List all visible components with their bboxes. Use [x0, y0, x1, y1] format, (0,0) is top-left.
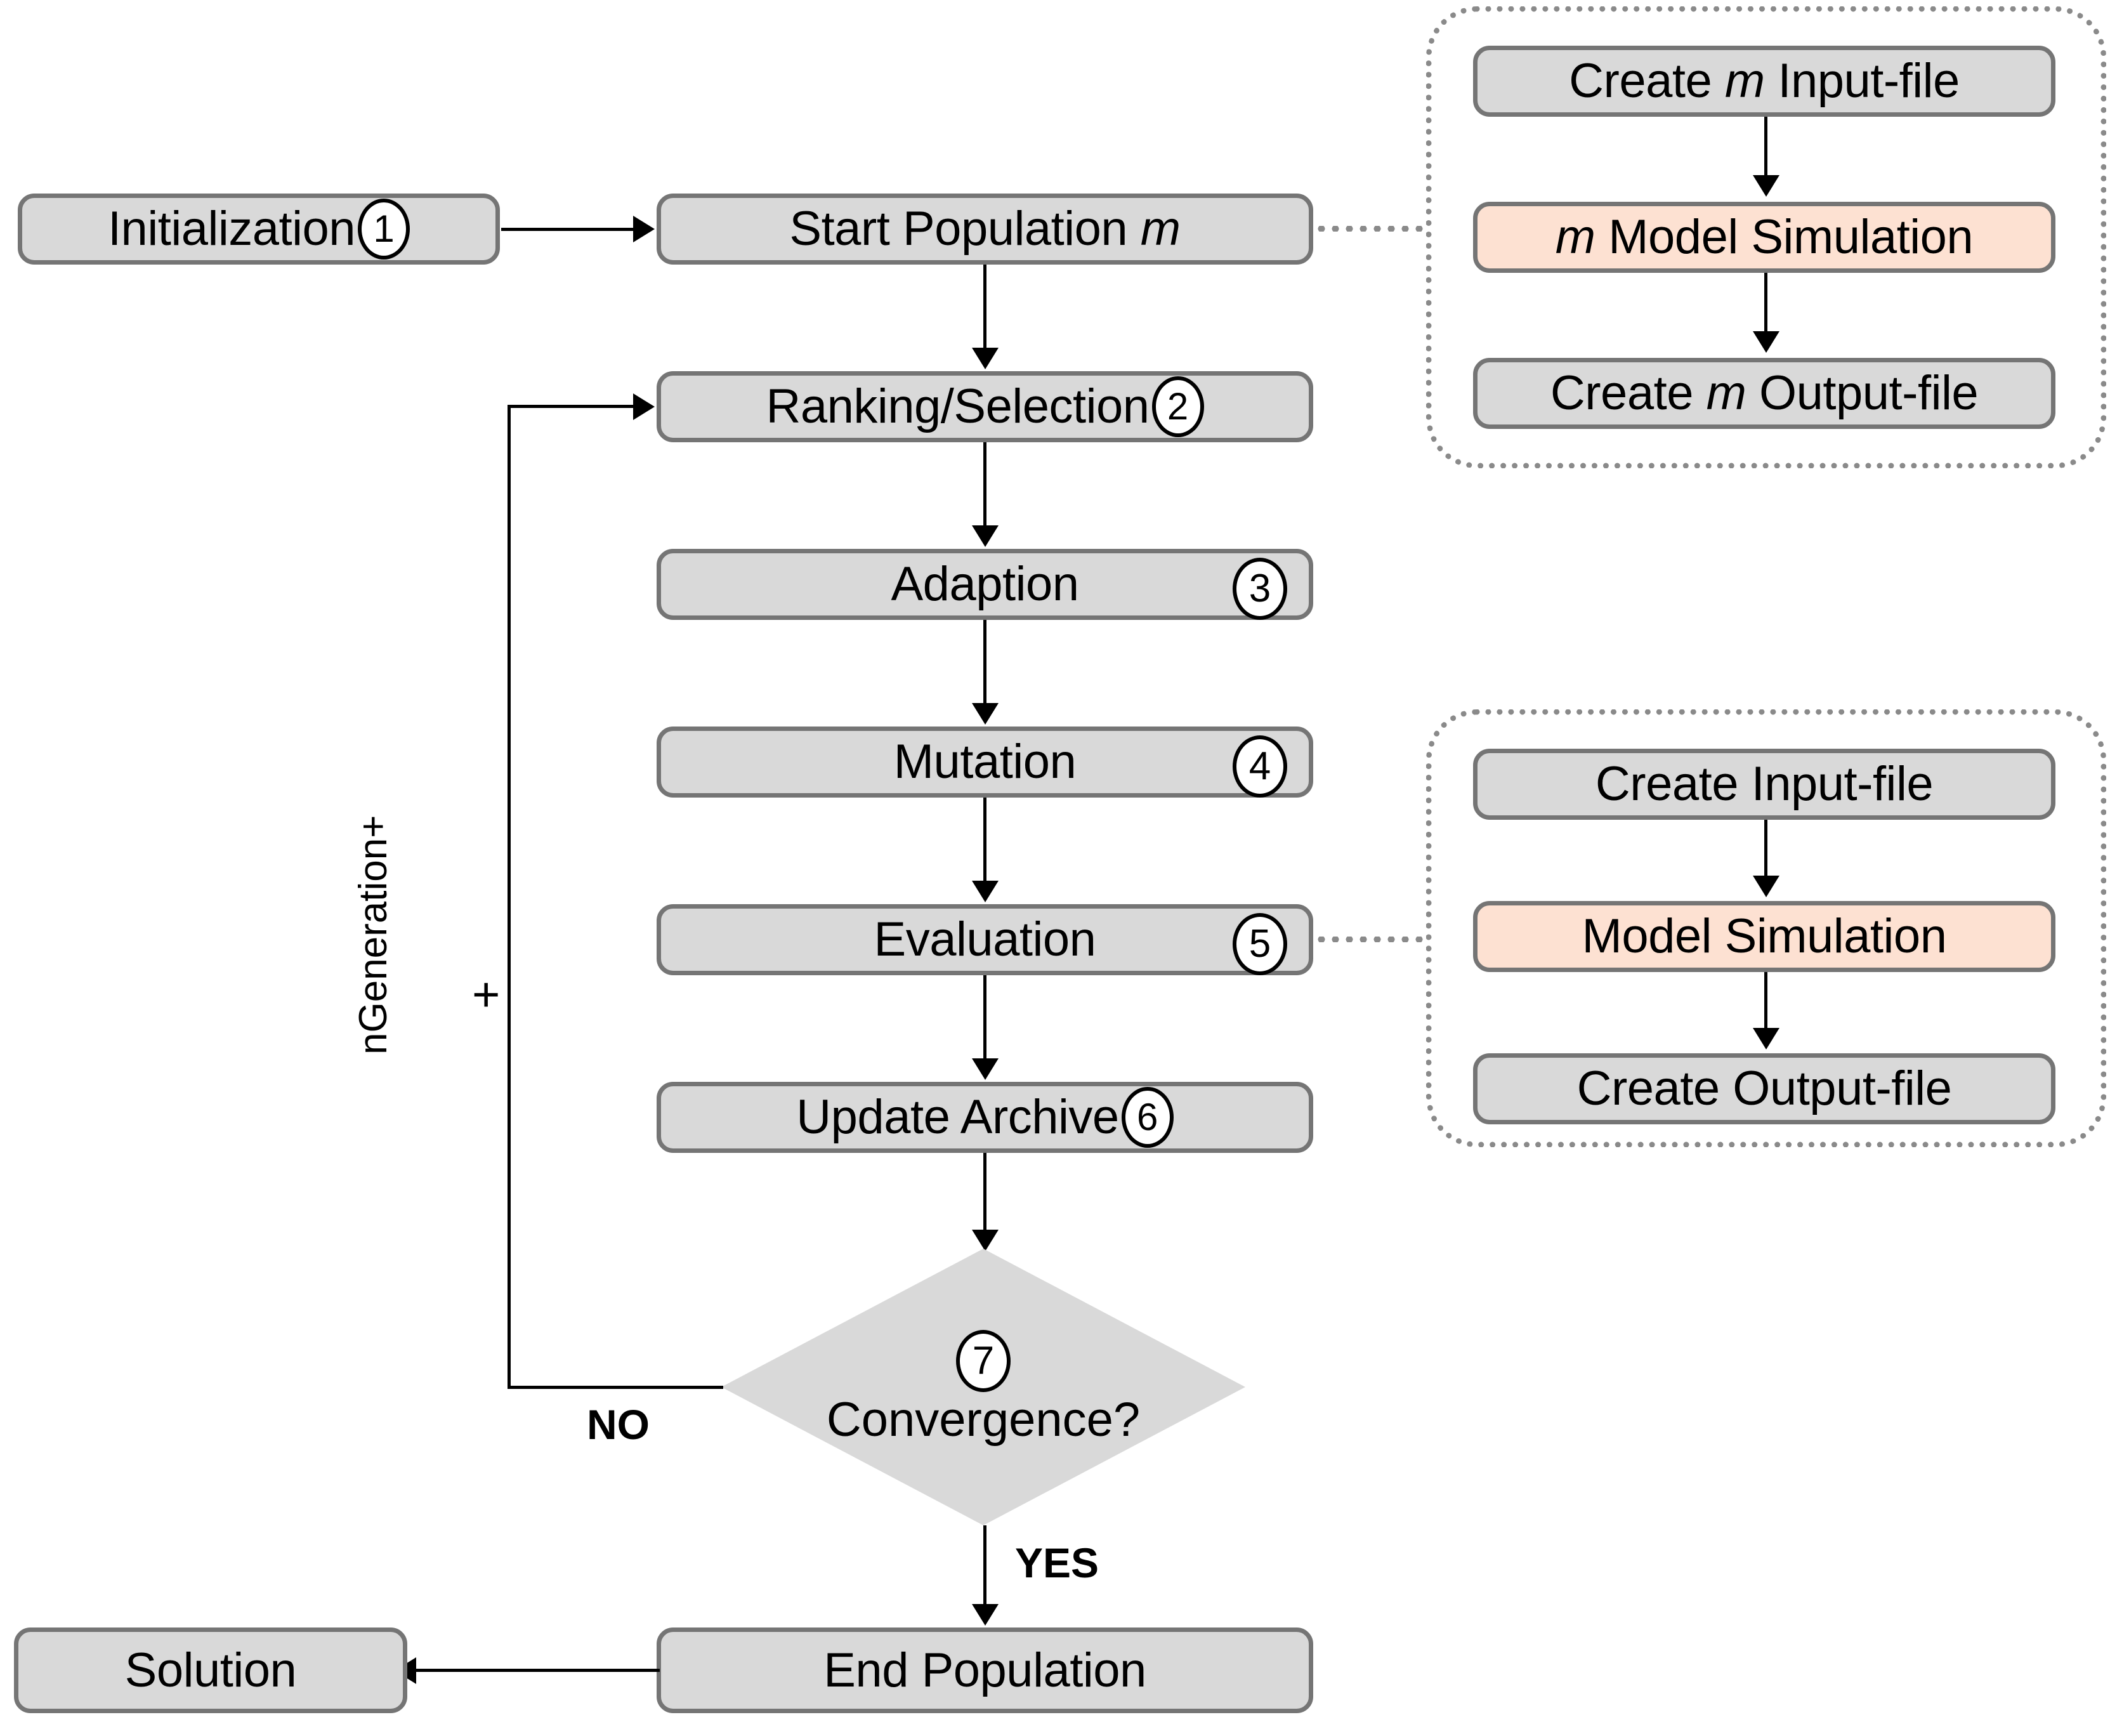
node-convergence-decision[interactable]: 7 Convergence? — [721, 1249, 1245, 1525]
arrowhead-evaluation-to-archive — [972, 1058, 999, 1080]
node-mutation[interactable]: Mutation 4 — [657, 727, 1313, 798]
step-number-1: 1 — [358, 199, 410, 260]
step-number-4: 4 — [1233, 735, 1287, 798]
arrowhead-yes-to-endpop — [972, 1604, 999, 1626]
arrowhead-archive-to-convergence — [972, 1230, 999, 1251]
node-solution[interactable]: Solution — [14, 1628, 407, 1713]
node-create-m-input-file-label: Create m Input-file — [1569, 54, 1960, 108]
step-number-6: 6 — [1121, 1087, 1174, 1148]
edge-sim-to-output — [1764, 972, 1767, 1033]
node-initialization-label: Initialization — [107, 202, 356, 256]
node-evaluation[interactable]: Evaluation 5 — [657, 904, 1313, 975]
arrowhead-sim-to-output — [1753, 1028, 1779, 1049]
dotted-connector-evaluation-to-group — [1314, 937, 1429, 942]
arrowhead-minput-to-msim — [1753, 175, 1779, 197]
arrowhead-adaption-to-mutation — [972, 703, 999, 725]
node-model-simulation-label: Model Simulation — [1582, 909, 1947, 963]
node-update-archive-label: Update Archive — [796, 1090, 1119, 1144]
node-m-model-simulation[interactable]: m Model Simulation — [1473, 202, 2055, 273]
node-evaluation-label: Evaluation — [874, 912, 1096, 966]
arrowhead-ranking-to-adaption — [972, 525, 999, 547]
step-number-5: 5 — [1233, 913, 1287, 975]
group-population-simulation — [1426, 6, 2106, 468]
edge-no-horizontal — [508, 1386, 723, 1389]
node-update-archive[interactable]: Update Archive 6 — [657, 1082, 1313, 1153]
arrowhead-input-to-sim — [1753, 876, 1779, 897]
node-initialization[interactable]: Initialization 1 — [18, 194, 500, 265]
step-number-2: 2 — [1151, 376, 1204, 437]
node-start-population-label: Start Population m — [789, 202, 1181, 256]
edge-label-ngeneration: nGeneration+ — [351, 815, 395, 1055]
node-create-output-file[interactable]: Create Output-file — [1473, 1053, 2055, 1124]
dotted-connector-startpop-to-group — [1314, 226, 1429, 232]
node-solution-label: Solution — [124, 1643, 297, 1697]
edge-archive-to-convergence — [983, 1153, 986, 1235]
edge-label-no: NO — [587, 1401, 650, 1448]
arrowhead-startpop-to-ranking — [972, 348, 999, 369]
edge-evaluation-to-archive — [983, 975, 986, 1064]
edge-mutation-to-evaluation — [983, 798, 986, 886]
edge-msim-to-moutput — [1764, 273, 1767, 336]
node-adaption[interactable]: Adaption 3 — [657, 549, 1313, 620]
edge-endpop-to-solution — [416, 1669, 660, 1672]
node-end-population-label: End Population — [823, 1643, 1146, 1697]
node-ranking-selection[interactable]: Ranking/Selection 2 — [657, 371, 1313, 442]
node-create-m-output-file-label: Create m Output-file — [1550, 366, 1979, 420]
edge-no-to-ranking — [508, 405, 634, 408]
node-m-model-simulation-label: m Model Simulation — [1555, 210, 1974, 264]
edge-label-yes: YES — [1015, 1539, 1099, 1586]
edge-label-plus: + — [472, 968, 501, 1022]
node-end-population[interactable]: End Population — [657, 1628, 1313, 1713]
arrowhead-mutation-to-evaluation — [972, 881, 999, 902]
node-adaption-label: Adaption — [891, 557, 1079, 611]
node-create-m-output-file[interactable]: Create m Output-file — [1473, 358, 2055, 429]
edge-init-to-startpop — [501, 228, 634, 231]
edge-adaption-to-mutation — [983, 620, 986, 709]
arrowhead-init-to-startpop — [633, 216, 655, 242]
node-convergence-label: Convergence? — [826, 1393, 1141, 1447]
edge-no-vertical — [508, 406, 511, 1387]
node-mutation-label: Mutation — [893, 735, 1077, 789]
node-create-input-file-label: Create Input-file — [1595, 757, 1934, 811]
edge-input-to-sim — [1764, 820, 1767, 881]
step-number-3: 3 — [1233, 558, 1287, 620]
node-model-simulation[interactable]: Model Simulation — [1473, 901, 2055, 972]
edge-yes-vertical — [983, 1525, 986, 1609]
node-create-m-input-file[interactable]: Create m Input-file — [1473, 46, 2055, 117]
node-create-input-file[interactable]: Create Input-file — [1473, 749, 2055, 820]
arrowhead-msim-to-moutput — [1753, 331, 1779, 353]
edge-minput-to-msim — [1764, 117, 1767, 180]
node-start-population[interactable]: Start Population m — [657, 194, 1313, 265]
edge-startpop-to-ranking — [983, 265, 986, 353]
node-ranking-selection-label: Ranking/Selection — [766, 379, 1150, 433]
group-single-simulation — [1426, 709, 2106, 1147]
edge-ranking-to-adaption — [983, 442, 986, 531]
step-number-7: 7 — [956, 1330, 1011, 1392]
arrowhead-no-to-ranking — [633, 393, 655, 420]
node-create-output-file-label: Create Output-file — [1576, 1062, 1952, 1115]
